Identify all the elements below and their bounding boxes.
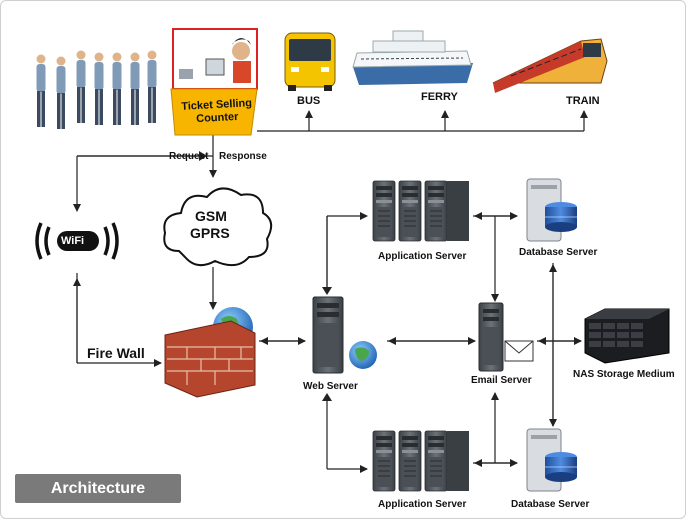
gprs-label: GPRS — [190, 225, 230, 241]
train-label: TRAIN — [566, 95, 600, 107]
nas-label: NAS Storage Medium — [573, 369, 675, 380]
email-server-label: Email Server — [471, 375, 532, 386]
ticket-counter-icon — [170, 28, 258, 136]
db-server-bottom-label: Database Server — [511, 499, 590, 510]
app-server-top-icon — [372, 180, 469, 242]
request-label: Request — [169, 151, 209, 162]
wifi-label: WiFi — [61, 235, 85, 247]
db-server-bottom-icon — [526, 428, 577, 492]
web-server-label: Web Server — [303, 381, 358, 392]
people-queue-icon — [36, 50, 157, 129]
db-server-top-label: Database Server — [519, 247, 598, 258]
firewall-icon — [164, 307, 256, 398]
db-server-top-icon — [526, 178, 577, 242]
figure-caption: Architecture — [15, 474, 181, 503]
app-server-bottom-icon — [372, 430, 469, 492]
connectors — [73, 110, 588, 473]
app-server-top-label: Application Server — [378, 251, 467, 262]
ticket-counter-label: Ticket Selling Counter — [181, 97, 253, 126]
firewall-label: Fire Wall — [87, 345, 145, 361]
ferry-icon — [352, 30, 473, 85]
nas-storage-icon — [584, 308, 670, 364]
web-server-icon — [312, 296, 377, 374]
gsm-cloud-icon — [163, 187, 273, 267]
gsm-label: GSM — [195, 208, 227, 224]
app-server-bottom-label: Application Server — [378, 499, 467, 510]
response-label: Response — [219, 151, 267, 162]
bus-icon — [284, 32, 336, 91]
bus-label: BUS — [297, 95, 321, 107]
email-server-icon — [478, 302, 534, 372]
ferry-label: FERRY — [421, 91, 458, 103]
wifi-icon — [35, 222, 119, 260]
train-icon — [492, 38, 608, 93]
